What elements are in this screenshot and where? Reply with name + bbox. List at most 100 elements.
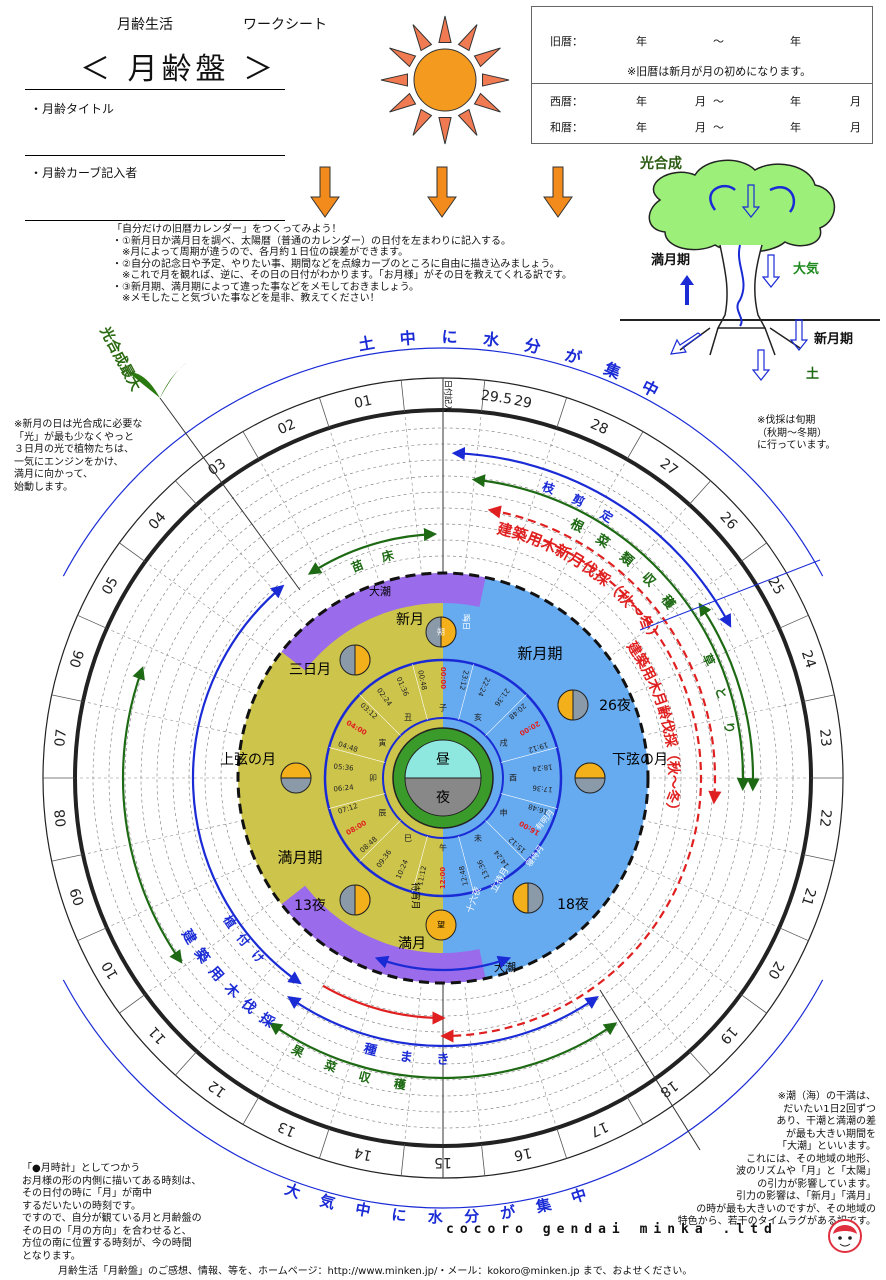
crescent-label: 三日月 (289, 662, 331, 678)
full-moon-cutting-label-char: ～ (665, 775, 681, 789)
note-cutting: ※伐採は旬期（秋期～冬期）に行っています。 (757, 415, 836, 453)
seedbed-arc (307, 527, 438, 575)
day-number: 09 (67, 886, 88, 908)
new-moon-cutting-label-char: 築 (509, 523, 531, 545)
tree-full-moon-period: 満月期 (651, 253, 691, 268)
note-moon-clock-line: その日付の時に「月」が南中 (22, 1188, 152, 1199)
d18-label: 18夜 (557, 897, 589, 913)
title-underline (25, 89, 285, 90)
worksheet-label: ワークシート (243, 17, 327, 33)
arc-bottom-label-char: 分 (464, 1207, 480, 1226)
day-number: 01 (353, 393, 374, 412)
timber-cutting-label-char: 伐 (238, 995, 260, 1017)
timber-cutting-label-char: 木 (220, 979, 243, 1002)
note-tides-line: これには、その地域の地形、 (746, 1153, 876, 1165)
page-title: ＜ 月齢盤 ＞ (80, 52, 278, 87)
instruction-line: ※これで月を観れば、逆に、その日の日付がわかります。「お月様」がその日を教えてく… (112, 270, 572, 281)
date-box: 旧暦： 年 ～ 年 ※旧暦は新月が月の初めになります。 西暦： 年 月 ～ 年 … (531, 6, 873, 144)
sun-ray (473, 92, 501, 113)
seireki-year1: 年 (636, 95, 647, 108)
d13-label: 13夜 (294, 898, 326, 914)
sowing-label-char: 種 (362, 1040, 379, 1059)
day-divider (242, 1096, 260, 1125)
sun-ray (482, 73, 510, 87)
note-moon-clock-line: ですので、自分が観ている月と月齢盤の (22, 1213, 202, 1224)
kyureki-note: ※旧暦は新月が月の初めになります。 (627, 65, 812, 78)
sun-ray (389, 47, 417, 68)
day-divider (802, 694, 835, 702)
day-number: 24 (798, 648, 819, 670)
note-moon-clock-line: するだいたいの時刻です。 (22, 1200, 141, 1212)
note-tides-line: の時が最も大きいのですが、その地域の (696, 1203, 876, 1215)
zodiac-label: 戌 (500, 738, 508, 748)
seireki-month2: 月 (850, 95, 861, 108)
note-moon-clock-line: 「●月時計」としてつかう (22, 1163, 141, 1174)
photosynthesis-line (159, 397, 301, 591)
night-label: 夜 (436, 790, 450, 806)
field-author-line[interactable] (25, 220, 285, 221)
arc-top-label-char: が (563, 345, 584, 368)
time-label: 05:36 (333, 763, 354, 773)
zodiac-label: 巳 (404, 834, 412, 843)
full-moon-cutting-label-char: 秋 (664, 761, 682, 777)
tree-soil: 土 (806, 367, 820, 382)
planting-label-char: 付 (234, 930, 253, 949)
zodiac-divider (458, 663, 474, 721)
arc-bottom-label-char: 気 (318, 1191, 337, 1212)
sun-ray (457, 24, 478, 52)
day-number: 25 (764, 574, 787, 597)
timber-cutting-arc (191, 584, 302, 985)
note-new-moon-line: 始動します。 (14, 481, 73, 493)
day-divider (77, 614, 107, 629)
day-spoke (648, 821, 802, 855)
kuromi-label: 晦日 (462, 614, 472, 630)
new-moon-cutting-label-char: 新 (552, 541, 574, 564)
upper-right-line (639, 559, 821, 631)
day-divider (626, 1096, 644, 1125)
outer-arc-top (62, 347, 824, 577)
outer-arc-bottom (62, 979, 824, 1209)
day-number: 26 (716, 509, 740, 533)
note-tides-line: あり、干潮と満潮の差 (776, 1116, 876, 1127)
day-number: 10 (99, 958, 122, 981)
field-title-line[interactable] (25, 155, 285, 156)
new-moon-cutting-label-char: 用 (524, 528, 544, 550)
timber-cutting-label-char: 用 (205, 963, 226, 984)
kyureki-tilde: ～ (713, 35, 724, 48)
day-number: 21 (798, 886, 819, 908)
zodiac-divider (328, 793, 386, 809)
arc-bottom-label-char: 水 (428, 1208, 444, 1226)
full-moon-icon (425, 909, 457, 941)
timber-cutting-label-char: 築 (190, 944, 213, 967)
day-divider (242, 431, 260, 460)
note-moon-clock-line: その日の「月の方向」を合わせると、 (22, 1225, 192, 1237)
arc-bottom-label-char: 中 (354, 1200, 372, 1220)
zodiac-label: 卯 (369, 774, 377, 783)
day-spoke (464, 986, 482, 1143)
footer-contact: 月齢生活「月齢盤」のご感想、情報、等を、ホームページ：http://www.mi… (58, 1266, 693, 1277)
note-tides: ※潮（海）の干満は、だいたい1日2回ずつあり、干潮と満潮の差が最も大きい期間を「… (674, 1091, 876, 1229)
note-tides-line: ※潮（海）の干満は、 (777, 1091, 876, 1102)
full-moon-cutting-label-char: ） (662, 802, 680, 818)
full-moon-cutting-label-char: 月 (649, 689, 669, 709)
wareki-year2: 年 (790, 121, 801, 134)
day-number: 07 (52, 728, 70, 747)
zodiac-divider (359, 820, 401, 862)
sun-ray (412, 24, 433, 52)
day-spoke (464, 413, 482, 570)
day-divider (779, 927, 809, 942)
full-moon-cutting-label-char: （ (663, 746, 680, 762)
arc-top-label-char: 土 (357, 333, 376, 354)
root-harvest-label-char: 穫 (658, 592, 679, 613)
day-divider (77, 927, 107, 942)
instruction-line: ※メモしたこと気づいた事などを是非、教えてください！ (112, 293, 380, 304)
day-spoke (547, 959, 627, 1096)
zodiac-label: 亥 (474, 712, 482, 722)
day-divider (740, 542, 767, 563)
spring-tide-top-label: 大潮 (369, 584, 391, 598)
full-moon-period-label: 満月期 (277, 849, 322, 867)
day-number: 28 (588, 416, 611, 438)
zodiac-label: 酉 (509, 774, 517, 783)
planting-arc (121, 666, 183, 964)
